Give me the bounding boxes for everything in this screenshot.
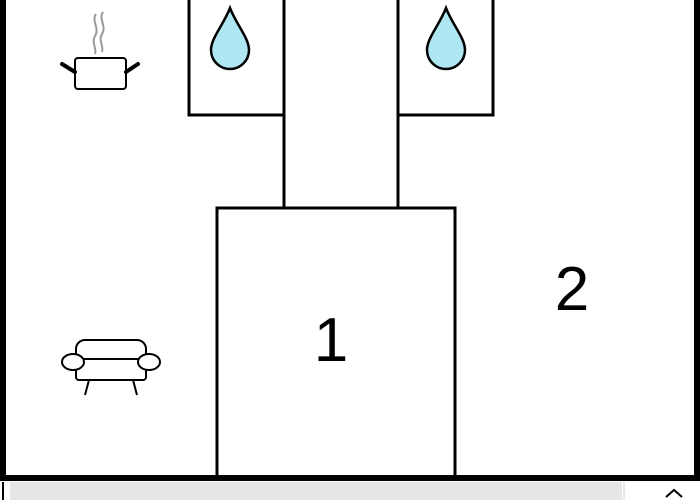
bathroom-left — [187, 0, 286, 117]
sofa-icon — [61, 339, 161, 396]
outer-walls — [0, 0, 700, 481]
room-label-2: 2 — [555, 255, 589, 324]
cooking-pot-icon — [60, 11, 140, 90]
water-drop-icon — [209, 4, 251, 71]
horizontal-scrollbar[interactable] — [0, 481, 700, 500]
room-1-outline — [215, 206, 457, 482]
scrollbar-thumb[interactable] — [10, 482, 622, 500]
interior-walls — [187, 0, 495, 482]
chevron-up-icon[interactable] — [665, 488, 683, 498]
water-drop-icon — [425, 4, 467, 71]
room-label-1: 1 — [314, 306, 348, 375]
bathroom-right — [396, 0, 495, 117]
